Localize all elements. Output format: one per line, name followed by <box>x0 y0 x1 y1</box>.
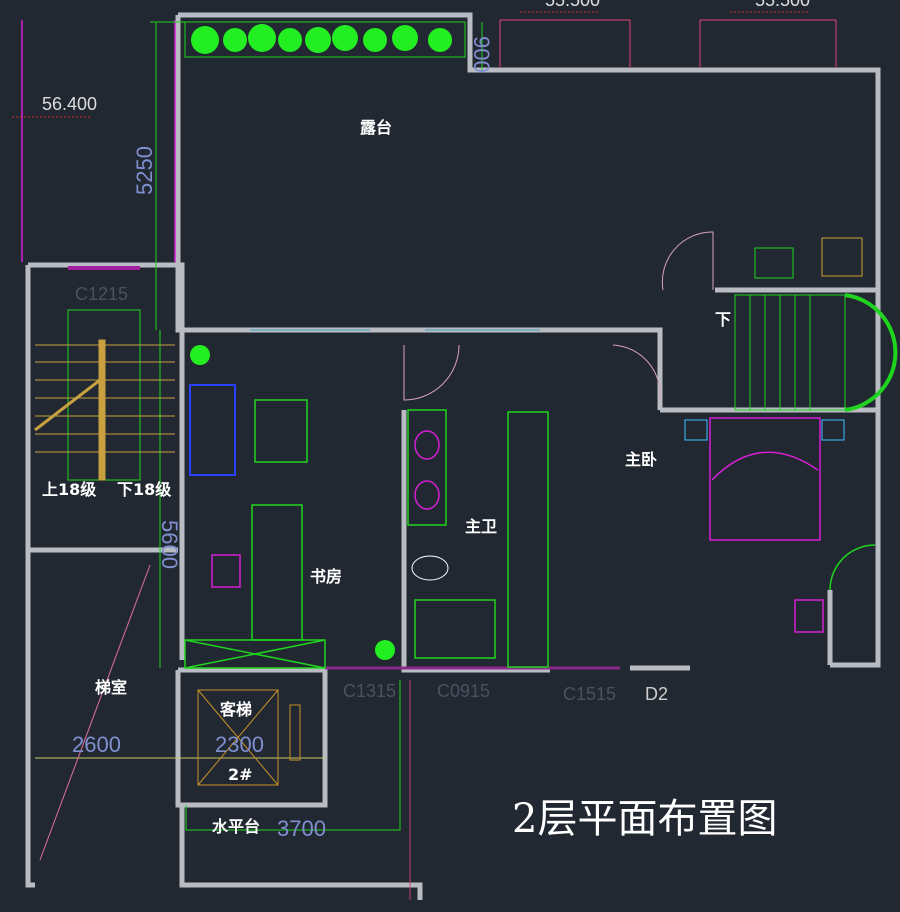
stairwell <box>34 309 175 861</box>
wardrobe <box>507 411 549 668</box>
window-label: C1315 <box>343 681 396 701</box>
window-label: C0915 <box>437 681 490 701</box>
room-label-terrace: 露台 <box>360 118 392 137</box>
terrace-railing <box>12 11 837 262</box>
window-label: C1515 <box>563 684 616 704</box>
stair-down-count: 下18级 <box>117 480 172 499</box>
elevation-label: 56.400 <box>42 94 97 114</box>
dimension-900: 900 <box>469 36 494 73</box>
elevator-shaft <box>197 689 301 786</box>
elevator-number: 2# <box>228 765 253 784</box>
dimension-lines <box>35 21 483 900</box>
dimension-3700: 3700 <box>277 816 326 841</box>
dimension-5250: 5250 <box>132 146 157 195</box>
bed <box>709 417 821 541</box>
sofa <box>189 384 236 476</box>
bathroom-fixtures <box>403 344 549 668</box>
drawing-title: 2层平面布置图 <box>512 796 777 842</box>
stair-down-label: 下 <box>715 310 731 329</box>
planter-plants <box>184 21 466 660</box>
walls <box>25 12 881 900</box>
windows <box>68 266 620 670</box>
dimension-5600: 5600 <box>157 520 182 569</box>
bedroom-stair <box>734 237 898 412</box>
room-label-stair-room: 梯室 <box>95 678 127 697</box>
door-label: D2 <box>645 684 668 704</box>
room-label-platform: 水平台 <box>212 817 260 836</box>
coffee-table <box>254 399 308 463</box>
desk <box>251 504 303 641</box>
room-label-elevator: 客梯 <box>220 700 252 719</box>
room-label-master-bedroom: 主卧 <box>625 450 657 469</box>
bedroom-furniture <box>612 231 876 633</box>
stair-up-label: 上18级 <box>42 480 97 499</box>
window-label: C1215 <box>75 284 128 304</box>
room-label-study: 书房 <box>310 567 342 586</box>
dimension-2300: 2300 <box>215 732 264 757</box>
room-label-master-bath: 主卫 <box>465 517 497 536</box>
dimension-2600: 2600 <box>72 732 121 757</box>
elevation-label: 55.500 <box>545 0 600 10</box>
study-furniture <box>184 384 326 669</box>
elevation-label: 55.500 <box>755 0 810 10</box>
chair <box>211 554 241 588</box>
